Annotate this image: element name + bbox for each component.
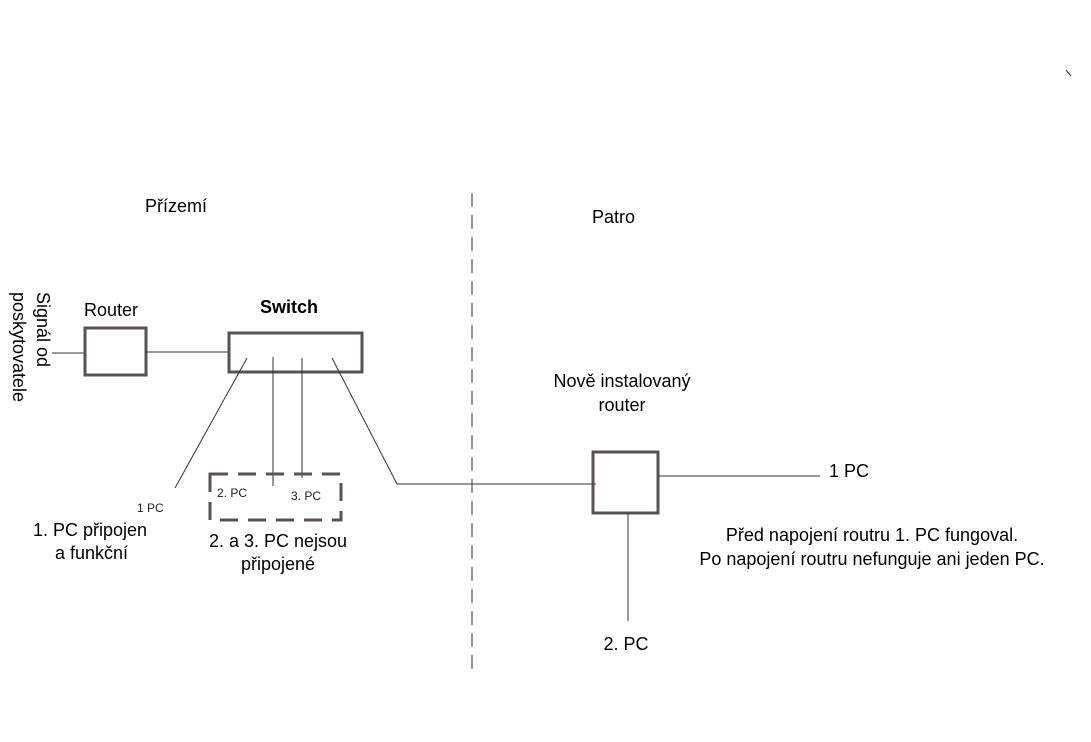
pc1-status-line2: a funkční: [55, 543, 128, 563]
upper-pc2-label: 2. PC: [603, 634, 648, 654]
upstairs-cable: [331, 357, 596, 485]
note-line2: Po napojení routru nefunguje ani jeden P…: [699, 549, 1044, 569]
router-box: [83, 326, 148, 377]
pc1-cable: [174, 357, 248, 489]
ground-floor-label: Přízemí: [145, 196, 207, 216]
router-label: Router: [84, 300, 138, 320]
new-router-label-line1: Nově instalovaný: [553, 371, 690, 391]
pc23-status-line1: 2. a 3. PC nejsou: [209, 531, 347, 551]
provider-signal-line2: poskytovatele: [9, 292, 29, 402]
unconnected-pcs-box: [208, 472, 343, 522]
switch-label: Switch: [260, 297, 318, 317]
provider-signal-label: Signál od poskytovatele: [9, 292, 53, 402]
note-line1: Před napojení routru 1. PC fungoval.: [726, 525, 1018, 545]
upper-floor-label: Patro: [592, 207, 635, 227]
new-router-box: [591, 450, 660, 515]
new-router-label-line2: router: [598, 395, 645, 415]
stray-mark: [1065, 69, 1072, 77]
pc1-status-line1: 1. PC připojen: [33, 520, 147, 540]
pc3-small-label: 3. PC: [291, 489, 321, 503]
pc2-small-label: 2. PC: [217, 486, 247, 500]
switch-box: [227, 331, 364, 374]
provider-signal-line1: Signál od: [33, 292, 53, 367]
upper-pc1-label: 1 PC: [829, 461, 869, 481]
pc1-small-label: 1 PC: [137, 501, 164, 515]
pc23-status-line2: připojené: [241, 554, 315, 574]
